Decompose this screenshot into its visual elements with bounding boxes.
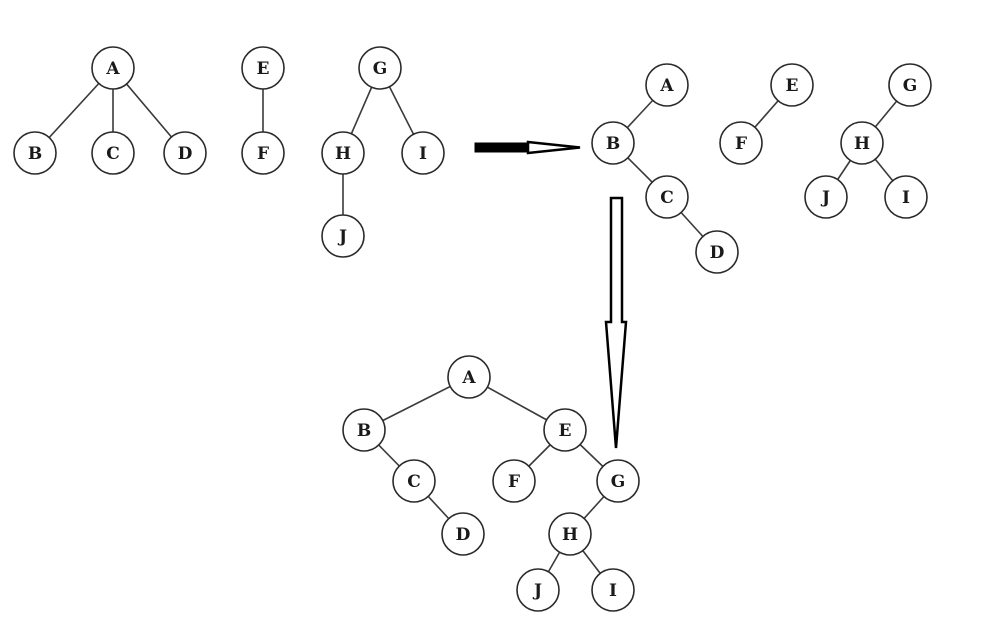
node-circle (591, 121, 635, 165)
node-circle (241, 131, 285, 175)
right-arrow-head (526, 140, 581, 155)
node-f: F (719, 121, 763, 165)
right-arrow (474, 140, 581, 155)
down-arrow (604, 196, 628, 449)
node-label: D (710, 243, 725, 263)
node-circle (645, 175, 689, 219)
node-circle (163, 131, 207, 175)
node-circle (321, 214, 365, 258)
node-circle (392, 459, 436, 503)
node-circle (591, 568, 635, 612)
node-label: A (659, 76, 674, 96)
node-circle (548, 512, 592, 556)
node-g: G (596, 459, 640, 503)
node-a: A (447, 355, 491, 399)
node-label: A (105, 59, 120, 79)
node-label: E (786, 76, 799, 96)
node-j: J (321, 214, 365, 258)
node-label: B (28, 144, 42, 164)
node-label: F (508, 472, 520, 492)
node-i: I (591, 568, 635, 612)
node-b: B (591, 121, 635, 165)
node-c: C (392, 459, 436, 503)
node-circle (645, 63, 689, 107)
node-label: J (532, 581, 542, 601)
node-i: I (884, 175, 928, 219)
node-circle (342, 408, 386, 452)
node-circle (719, 121, 763, 165)
node-circle (401, 131, 445, 175)
node-label: E (559, 421, 572, 441)
node-circle (492, 459, 536, 503)
node-e: E (543, 408, 587, 452)
node-label: H (562, 525, 578, 545)
node-circle (447, 355, 491, 399)
forest-panel: A B C D E F G H I J (13, 46, 445, 258)
node-c: C (645, 175, 689, 219)
node-a: A (645, 63, 689, 107)
node-d: D (695, 230, 739, 274)
node-d: D (441, 512, 485, 556)
node-c: C (91, 131, 135, 175)
node-j: J (516, 568, 560, 612)
node-e: E (241, 46, 285, 90)
node-label: I (419, 144, 427, 164)
right-arrow-shaft (474, 142, 531, 153)
node-b: B (13, 131, 57, 175)
node-label: F (257, 144, 269, 164)
node-label: B (357, 421, 371, 441)
node-circle (241, 46, 285, 90)
node-label: G (903, 76, 918, 96)
converted-trees-panel: A B C D E F G H J I (591, 63, 932, 274)
node-e: E (770, 63, 814, 107)
node-label: J (820, 188, 830, 208)
node-label: E (257, 59, 270, 79)
node-label: C (407, 472, 421, 492)
node-circle (441, 512, 485, 556)
node-f: F (241, 131, 285, 175)
node-label: I (902, 188, 910, 208)
node-circle (804, 175, 848, 219)
node-label: G (611, 472, 626, 492)
node-circle (884, 175, 928, 219)
node-circle (840, 121, 884, 165)
node-label: C (106, 144, 120, 164)
node-circle (888, 63, 932, 107)
node-circle (91, 46, 135, 90)
node-b: B (342, 408, 386, 452)
node-circle (695, 230, 739, 274)
node-label: J (337, 227, 347, 247)
node-circle (770, 63, 814, 107)
node-circle (543, 408, 587, 452)
node-label: G (373, 59, 388, 79)
node-circle (358, 46, 402, 90)
node-circle (321, 131, 365, 175)
node-label: C (660, 188, 674, 208)
node-circle (516, 568, 560, 612)
down-arrow-body (604, 196, 628, 449)
node-label: A (461, 368, 476, 388)
node-h: H (321, 131, 365, 175)
node-circle (596, 459, 640, 503)
node-label: H (335, 144, 351, 164)
node-d: D (163, 131, 207, 175)
node-i: I (401, 131, 445, 175)
node-g: G (888, 63, 932, 107)
node-label: I (609, 581, 617, 601)
node-label: H (854, 134, 870, 154)
node-label: D (456, 525, 471, 545)
node-circle (91, 131, 135, 175)
node-f: F (492, 459, 536, 503)
node-h: H (840, 121, 884, 165)
node-label: F (735, 134, 747, 154)
node-label: B (606, 134, 620, 154)
node-j: J (804, 175, 848, 219)
node-label: D (178, 144, 193, 164)
binary-tree-panel: A B C D E F G H J I (342, 355, 640, 612)
node-a: A (91, 46, 135, 90)
node-g: G (358, 46, 402, 90)
node-circle (13, 131, 57, 175)
node-h: H (548, 512, 592, 556)
